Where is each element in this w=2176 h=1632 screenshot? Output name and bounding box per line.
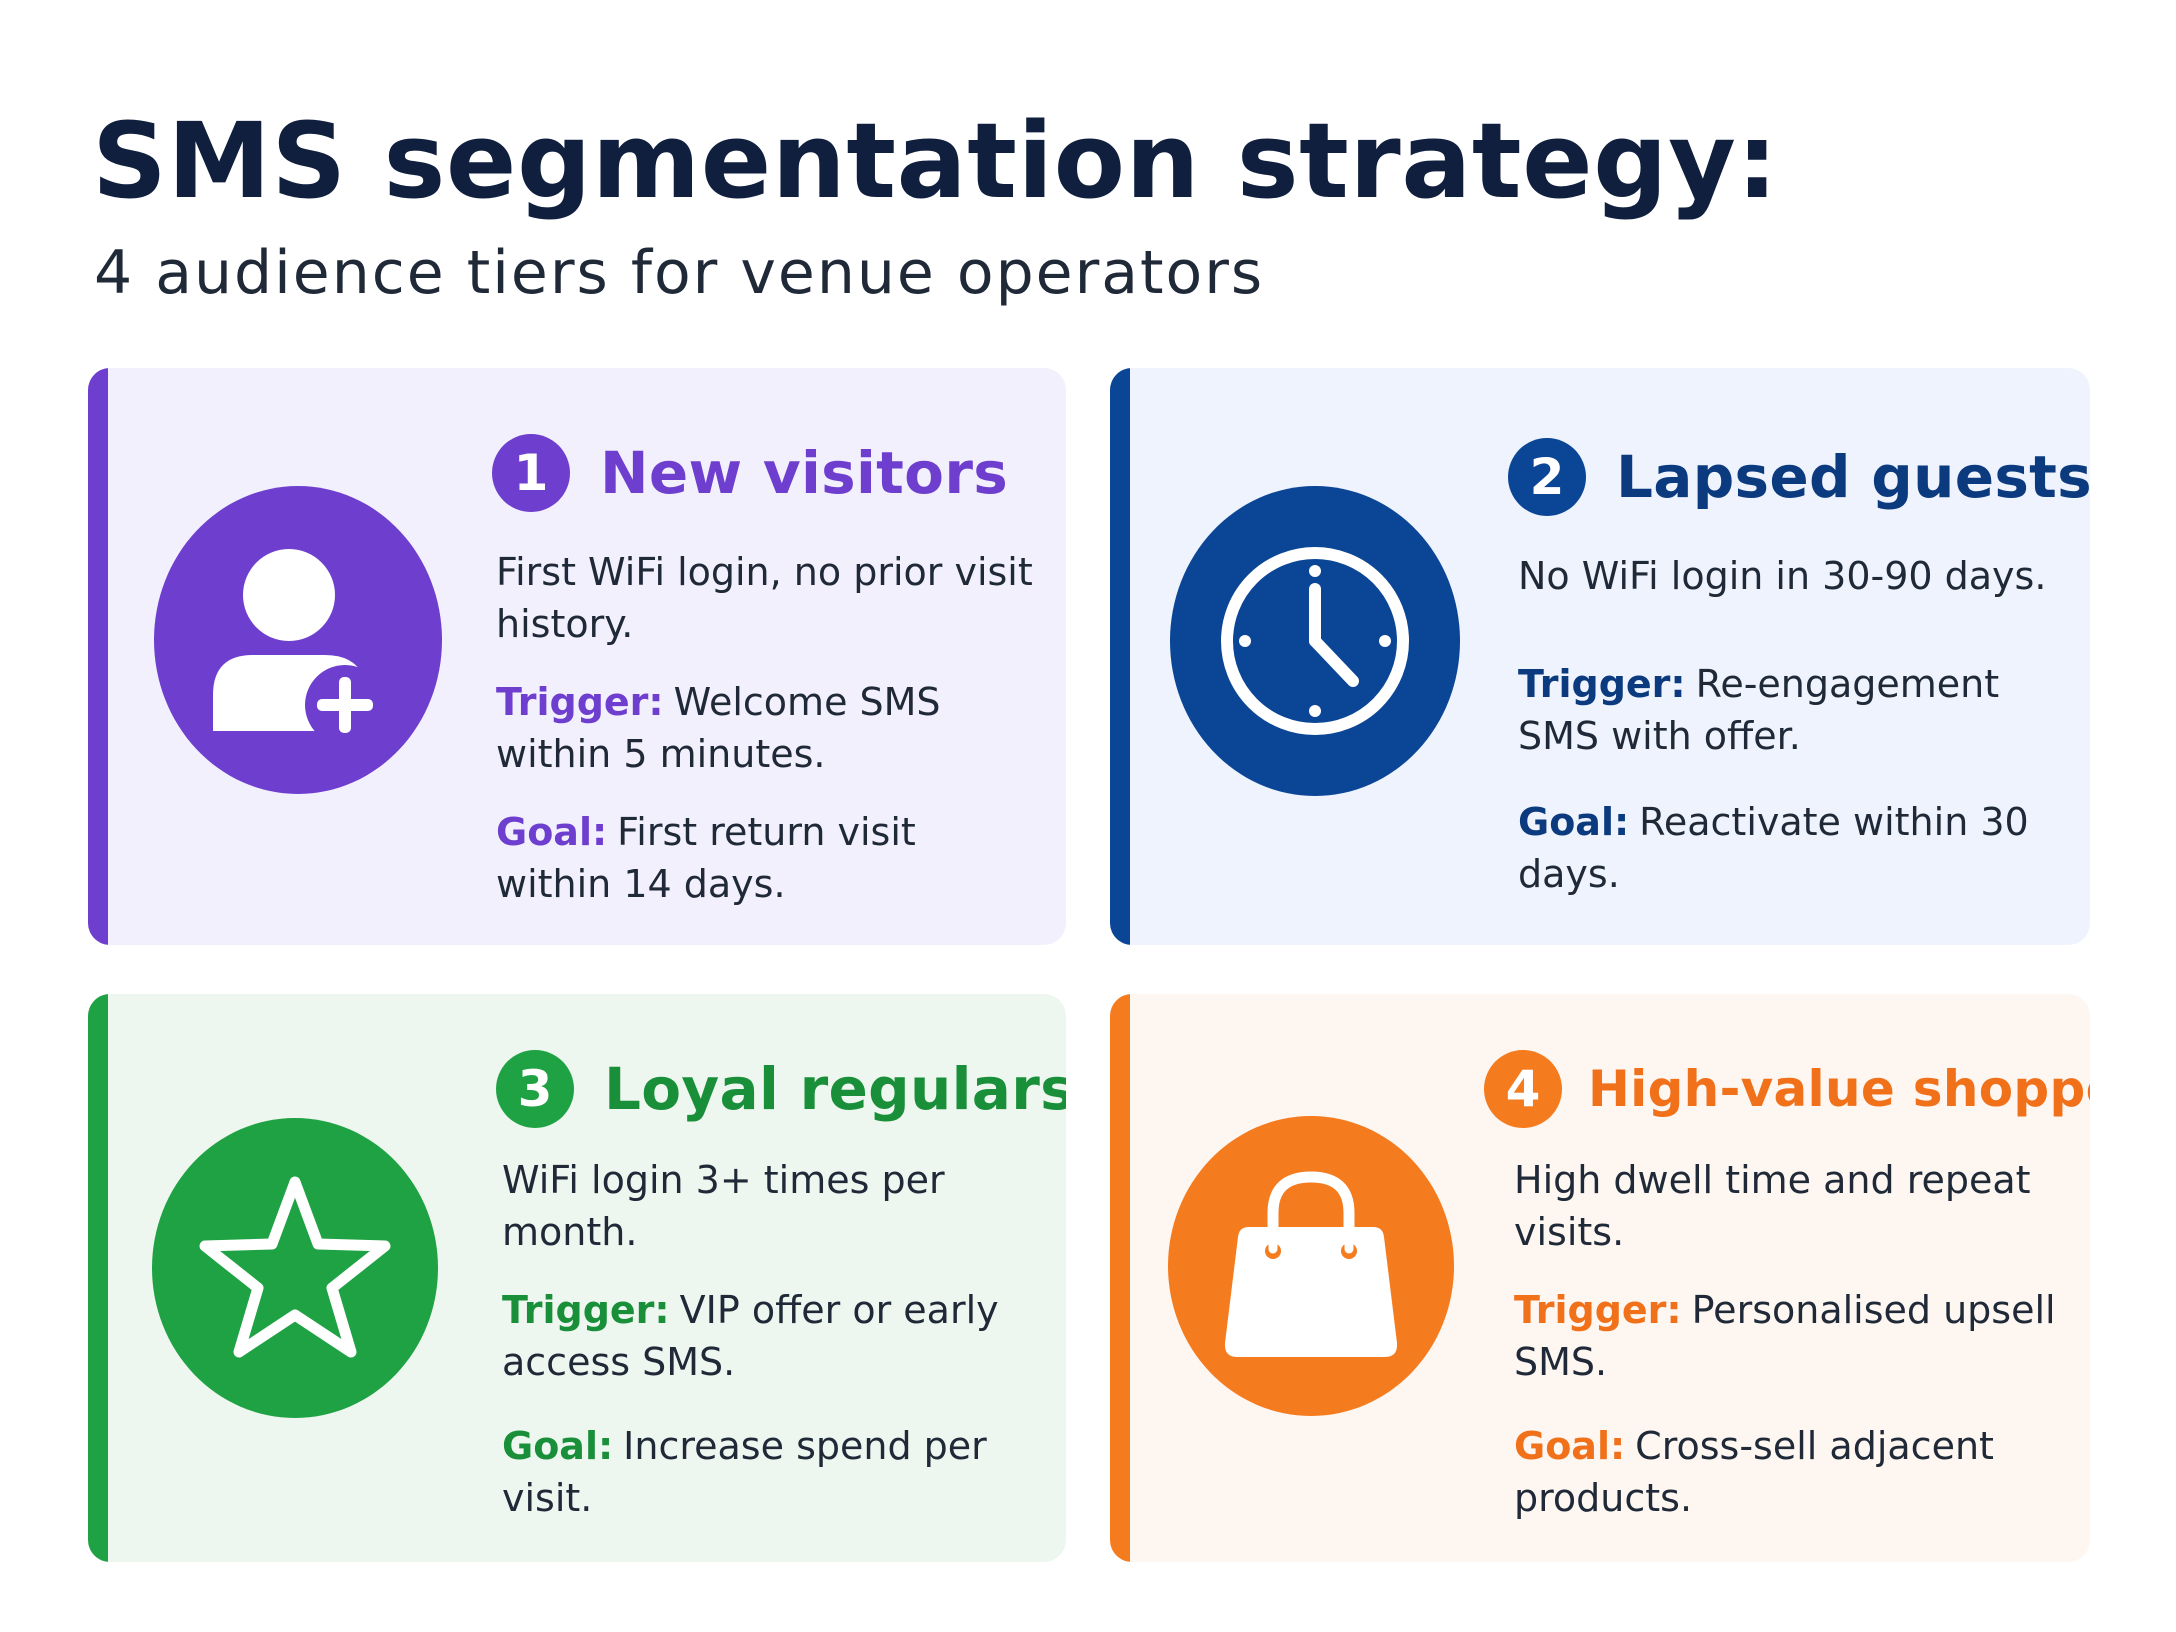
tier-heading: 4 High-value shoppers (1484, 1050, 2090, 1128)
trigger-label: Trigger: (1514, 1288, 1682, 1332)
tier-card-high-value-shoppers: 4 High-value shoppers High dwell time an… (1110, 994, 2090, 1562)
tier-goal: Goal:First return visit within 14 days. (496, 806, 1036, 910)
tier-card-loyal-regulars: 3 Loyal regulars WiFi login 3+ times per… (88, 994, 1066, 1562)
tier-number-badge: 2 (1508, 438, 1586, 516)
trigger-label: Trigger: (496, 680, 664, 724)
tier-number-badge: 1 (492, 434, 570, 512)
tier-title: High-value shoppers (1588, 1060, 2090, 1118)
tier-details: First WiFi login, no prior visit history… (496, 546, 1036, 910)
tier-card-lapsed-guests: 2 Lapsed guests No WiFi login in 30-90 d… (1110, 368, 2090, 945)
trigger-text: Personalised upsell SMS. (1514, 1288, 2056, 1384)
clock-icon (1170, 486, 1460, 796)
goal-label: Goal: (1518, 800, 1630, 844)
trigger-text: VIP offer or early access SMS. (502, 1288, 999, 1384)
trigger-label: Trigger: (502, 1288, 670, 1332)
tier-heading: 1 New visitors (492, 434, 1008, 512)
goal-text: First return visit within 14 days. (496, 810, 916, 906)
goal-text: Increase spend per visit. (502, 1424, 987, 1520)
tier-goal: Goal:Cross-sell adjacent products. (1514, 1420, 2074, 1524)
tier-trigger: Trigger:Welcome SMS within 5 minutes. (496, 676, 1036, 780)
trigger-label: Trigger: (1518, 662, 1686, 706)
star-icon (152, 1118, 438, 1418)
goal-label: Goal: (1514, 1424, 1626, 1468)
tier-title: Loyal regulars (604, 1055, 1066, 1123)
accent-bar (1110, 368, 1130, 945)
goal-text: Reactivate within 30 days. (1518, 800, 2029, 896)
tier-description: No WiFi login in 30-90 days. (1518, 554, 2047, 598)
shopping-bag-icon (1168, 1116, 1454, 1416)
tier-description: WiFi login 3+ times per month. (502, 1158, 945, 1254)
accent-bar (1110, 994, 1130, 1562)
user-plus-icon (154, 486, 442, 794)
page-subtitle: 4 audience tiers for venue operators (94, 238, 1265, 308)
tier-heading: 2 Lapsed guests (1508, 438, 2090, 516)
tier-description: First WiFi login, no prior visit history… (496, 550, 1033, 646)
goal-label: Goal: (496, 810, 608, 854)
tier-details: No WiFi login in 30-90 days. Trigger:Re-… (1518, 550, 2078, 900)
tier-goal: Goal:Reactivate within 30 days. (1518, 796, 2078, 900)
tier-number-badge: 4 (1484, 1050, 1562, 1128)
trigger-text: Re-engagement SMS with offer. (1518, 662, 2000, 758)
tier-details: High dwell time and repeat visits. Trigg… (1514, 1154, 2074, 1524)
trigger-text: Welcome SMS within 5 minutes. (496, 680, 941, 776)
accent-bar (88, 994, 108, 1562)
tier-heading: 3 Loyal regulars (496, 1050, 1066, 1128)
tier-details: WiFi login 3+ times per month. Trigger:V… (502, 1154, 1032, 1524)
tier-description: High dwell time and repeat visits. (1514, 1158, 2031, 1254)
tier-trigger: Trigger:Re-engagement SMS with offer. (1518, 658, 2078, 762)
goal-label: Goal: (502, 1424, 614, 1468)
tier-card-new-visitors: 1 New visitors First WiFi login, no prio… (88, 368, 1066, 945)
page-title: SMS segmentation strategy: (92, 100, 1779, 222)
tier-trigger: Trigger:VIP offer or early access SMS. (502, 1284, 1032, 1388)
tier-title: Lapsed guests (1616, 443, 2090, 511)
tier-goal: Goal:Increase spend per visit. (502, 1420, 1032, 1524)
tier-number-badge: 3 (496, 1050, 574, 1128)
goal-text: Cross-sell adjacent products. (1514, 1424, 1994, 1520)
accent-bar (88, 368, 108, 945)
tier-trigger: Trigger:Personalised upsell SMS. (1514, 1284, 2074, 1388)
tier-title: New visitors (600, 439, 1009, 507)
